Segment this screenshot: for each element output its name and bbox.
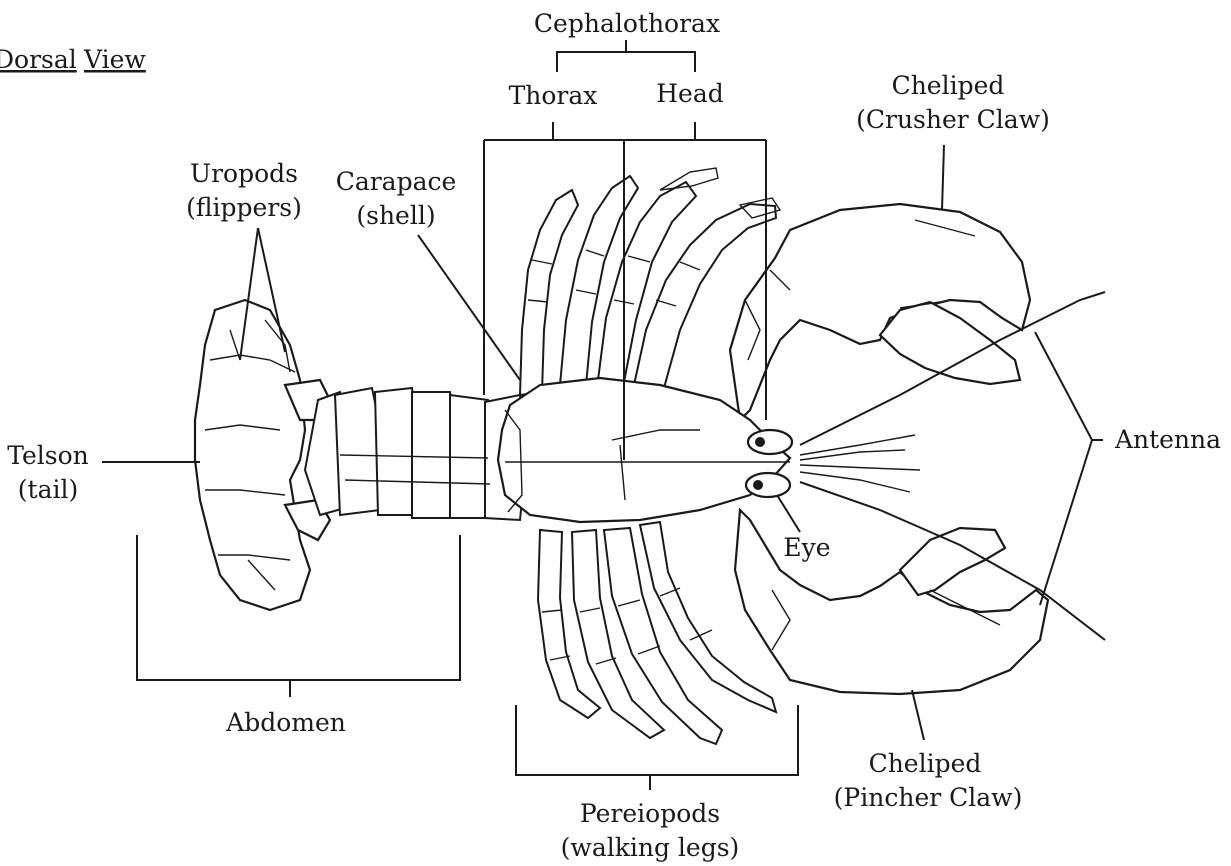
- view-title-view: View: [83, 45, 146, 74]
- eye-leader: [777, 495, 800, 532]
- pincher-leader: [912, 690, 924, 740]
- label-carapace-line1: Carapace: [336, 167, 457, 196]
- pereiopods-bracket: [516, 705, 798, 790]
- view-title-dorsal: Dorsal: [0, 45, 77, 74]
- pincher-claw: [735, 510, 1048, 694]
- crusher-leader: [942, 145, 944, 210]
- label-cheliped-crusher-line1: Cheliped: [892, 71, 1005, 100]
- label-antenna: Antenna: [1114, 425, 1221, 454]
- label-telson-line2: (tail): [18, 475, 78, 504]
- label-cephalothorax: Cephalothorax: [534, 9, 720, 38]
- label-telson-line1: Telson: [7, 441, 89, 470]
- cephalothorax-bracket: [557, 40, 695, 72]
- label-cheliped-pincher-line2: (Pincher Claw): [834, 783, 1023, 812]
- label-thorax: Thorax: [509, 81, 598, 110]
- label-head: Head: [656, 79, 724, 108]
- antenna-bracket: [1035, 332, 1103, 605]
- crusher-claw: [730, 204, 1030, 420]
- carapace-leader: [418, 235, 520, 380]
- lobster-drawing: [195, 168, 1105, 744]
- label-uropods-line1: Uropods: [190, 159, 298, 188]
- label-cheliped-pincher-line1: Cheliped: [869, 749, 982, 778]
- label-eye: Eye: [783, 533, 830, 562]
- label-abdomen: Abdomen: [225, 708, 346, 737]
- label-cheliped-crusher-line2: (Crusher Claw): [856, 105, 1050, 134]
- label-pereiopods-line2: (walking legs): [561, 833, 740, 862]
- abdomen-segments: [305, 388, 526, 520]
- label-pereiopods-line1: Pereiopods: [580, 799, 720, 828]
- label-carapace-line2: (shell): [356, 201, 435, 230]
- label-uropods-line2: (flippers): [186, 193, 302, 222]
